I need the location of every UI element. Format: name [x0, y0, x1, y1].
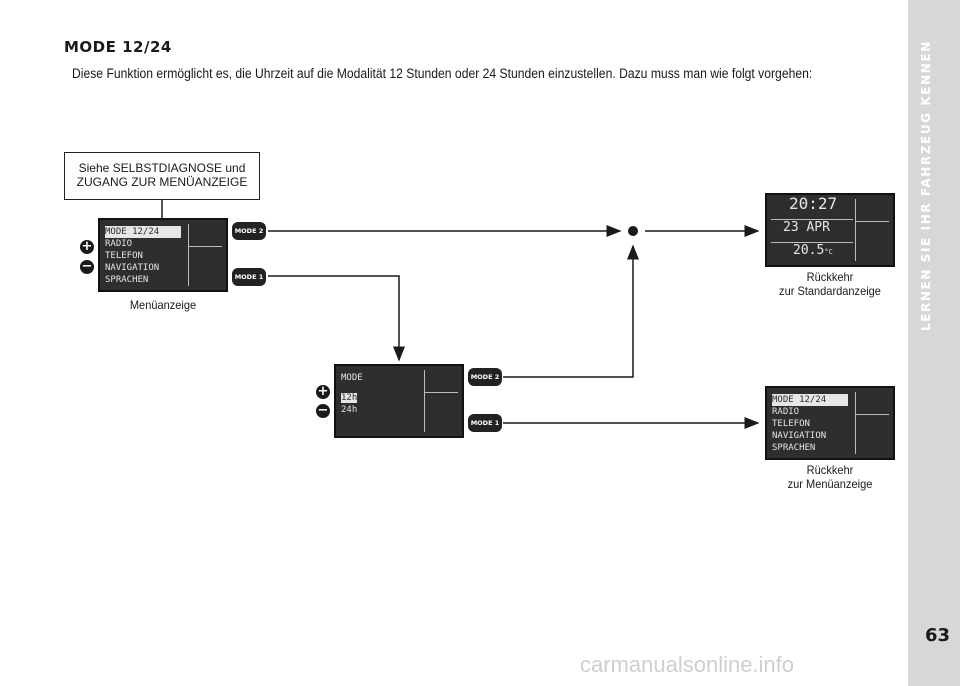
display-divider: [424, 392, 458, 393]
mode-option-12h: 12h: [341, 393, 358, 403]
return-menu-caption: Rückkehr zur Menüanzeige: [787, 463, 873, 491]
mode-option-24h: 24h: [341, 405, 358, 415]
temperature-text: 20.5°C: [793, 243, 833, 258]
mode1-button[interactable]: MODE 1: [468, 414, 502, 432]
menu-display: MODE 12/24 RADIO TELEFON NAVIGATION SPRA…: [98, 218, 228, 292]
plus-icon[interactable]: +: [316, 384, 330, 399]
mode-title: MODE: [341, 373, 363, 383]
watermark: carmanualsonline.info: [580, 652, 795, 677]
menu-item: RADIO: [772, 407, 800, 417]
minus-icon[interactable]: −: [80, 259, 94, 274]
menu-item: TELEFON: [105, 251, 143, 261]
reference-line-2: ZUGANG ZUR MENÜANZEIGE: [76, 175, 248, 189]
standard-display-caption: Rückkehr zur Standardanzeige: [779, 270, 881, 298]
mode1-button[interactable]: MODE 1: [232, 268, 266, 286]
clock-time: 20:27: [789, 194, 838, 213]
menu-item: TELEFON: [772, 419, 810, 429]
reference-line-1: Siehe SELBSTDIAGNOSE und: [78, 161, 246, 175]
page-number: 63: [924, 625, 950, 646]
section-heading: MODE 12/24: [64, 38, 172, 56]
display-divider: [771, 219, 853, 220]
mode-display: MODE 12h 24h: [334, 364, 464, 438]
display-divider: [855, 392, 856, 454]
chapter-sidebar: LERNEN SIE IHR FAHRZEUG KENNEN 63: [908, 0, 960, 686]
junction-dot: [628, 226, 638, 236]
plus-icon[interactable]: +: [80, 239, 94, 254]
menu-display-caption: Menüanzeige: [129, 298, 197, 312]
menu-item: NAVIGATION: [772, 431, 827, 441]
menu-item: MODE 12/24: [772, 394, 848, 406]
display-divider: [188, 224, 189, 286]
arrow-mode1-to-mode-display: [268, 275, 405, 362]
display-divider: [188, 246, 222, 247]
display-divider: [855, 414, 889, 415]
date-text: 23 APR: [783, 220, 830, 235]
display-divider: [855, 221, 889, 222]
mode2-button[interactable]: MODE 2: [232, 222, 266, 240]
reference-box: Siehe SELBSTDIAGNOSE und ZUGANG ZUR MENÜ…: [64, 152, 260, 200]
menu-item: SPRACHEN: [772, 443, 816, 453]
intro-text: Diese Funktion ermöglicht es, die Uhrzei…: [72, 66, 813, 81]
display-divider: [771, 242, 853, 243]
mode2-button[interactable]: MODE 2: [468, 368, 502, 386]
standard-display: 20:27 23 APR 20.5°C: [765, 193, 895, 267]
minus-icon[interactable]: −: [316, 403, 330, 418]
menu-item: RADIO: [105, 239, 133, 249]
menu-item: NAVIGATION: [105, 263, 160, 273]
arrow-mode2-up-to-junction: [503, 244, 639, 378]
return-menu-display: MODE 12/24 RADIO TELEFON NAVIGATION SPRA…: [765, 386, 895, 460]
display-divider: [424, 370, 425, 432]
menu-item: SPRACHEN: [105, 275, 149, 285]
menu-item: MODE 12/24: [105, 226, 181, 238]
display-divider: [855, 199, 856, 261]
